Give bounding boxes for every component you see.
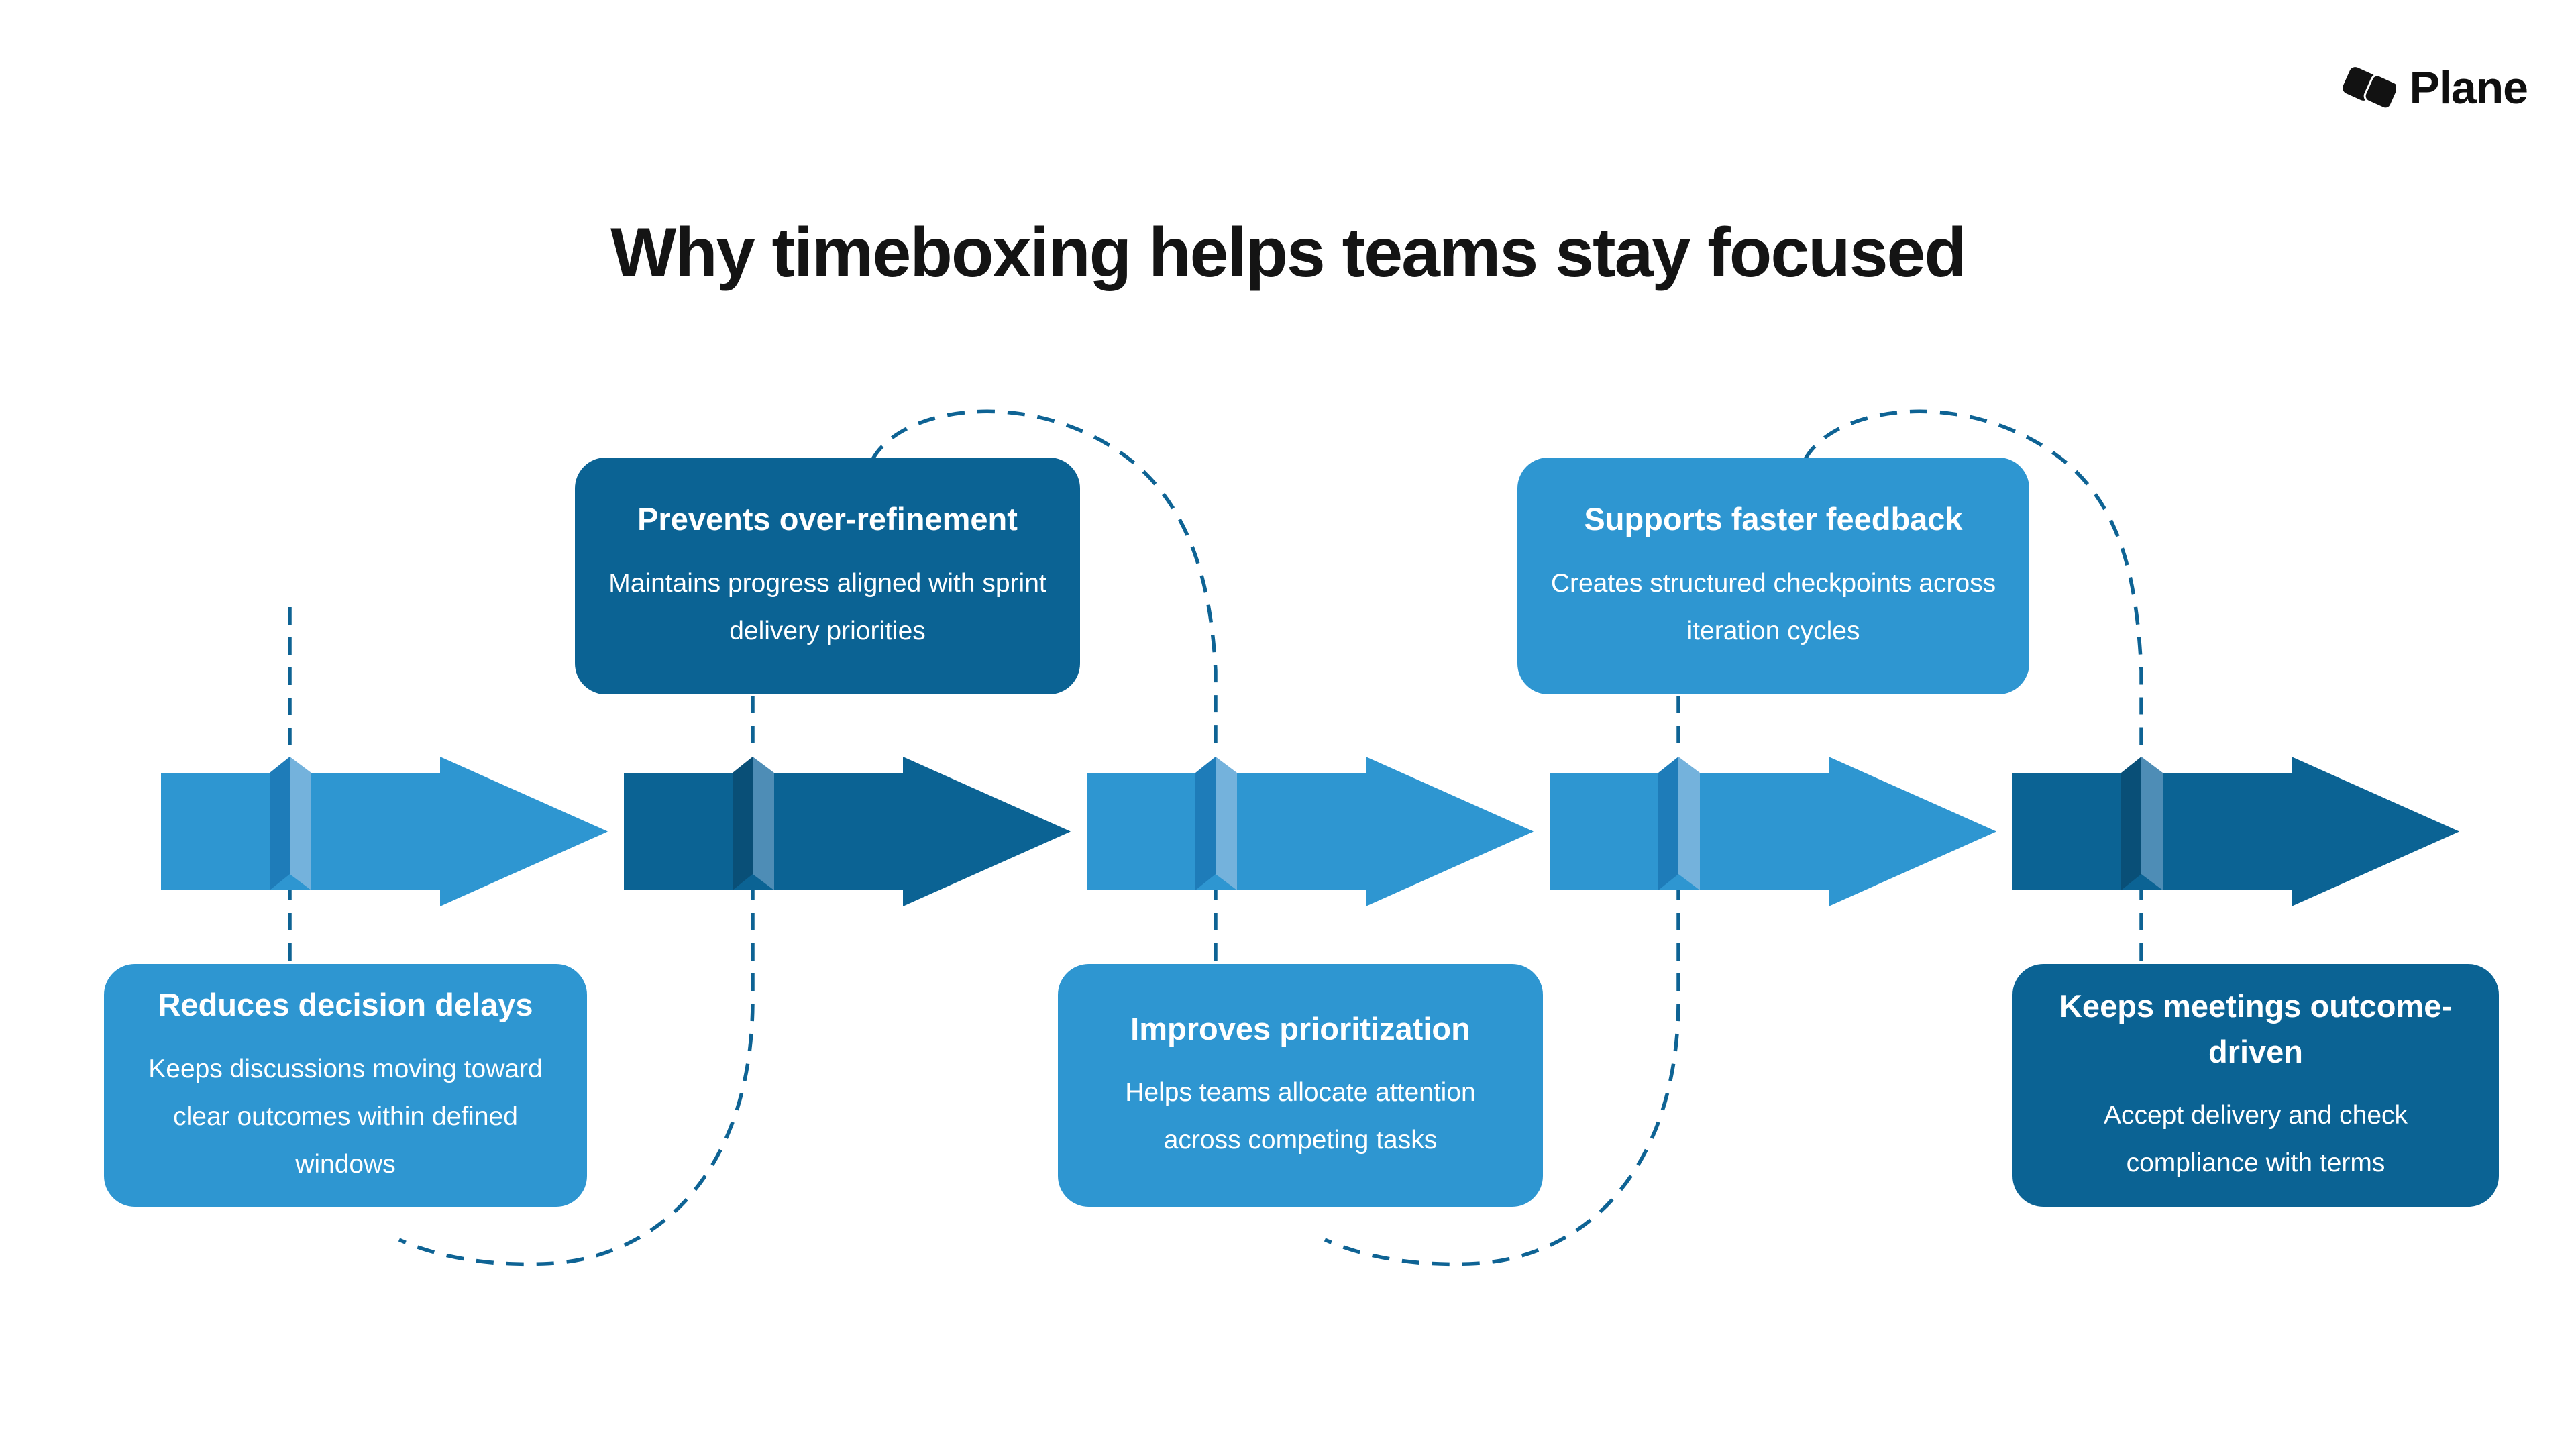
step-body: Keeps discussions moving toward clear ou…: [148, 1054, 543, 1179]
arrow-fold-shadow-3: [1658, 757, 1678, 890]
step-body: Maintains progress aligned with sprint d…: [608, 568, 1046, 645]
arrow-fold-highlight-1: [753, 757, 774, 890]
plane-logo-text: Plane: [2409, 62, 2528, 113]
step-heading: Prevents over-refinement: [637, 501, 1018, 537]
arrow-fold-shadow-1: [733, 757, 753, 890]
step-card-improves-prioritization: Improves prioritization Helps teams allo…: [1058, 964, 1543, 1207]
step-heading: Reduces decision delays: [158, 987, 533, 1023]
step-heading: Improves prioritization: [1130, 1010, 1470, 1046]
step-body: Helps teams allocate attention across co…: [1125, 1078, 1476, 1155]
page-title: Why timeboxing helps teams stay focused: [610, 214, 1967, 292]
plane-logo: Plane: [2332, 62, 2528, 114]
step-heading: Supports faster feedback: [1584, 501, 1963, 537]
arrow-head-0: [440, 757, 608, 906]
step-card-keeps-meetings-outcome-driven: Keeps meetings outcome-driven Accept del…: [2012, 964, 2499, 1207]
step-body: Accept delivery and check compliance wit…: [2103, 1101, 2408, 1178]
step-body: Creates structured checkpoints across it…: [1550, 568, 1996, 645]
step-card-reduces-decision-delays: Reduces decision delays Keeps discussion…: [104, 964, 587, 1207]
connector-dash-3: [398, 883, 755, 1267]
connector-dash-4: [870, 409, 1218, 750]
plane-logo-icon: [2342, 67, 2396, 110]
arrow-fold-highlight-4: [2141, 757, 2163, 890]
step-heading: Keeps meetings outcome-driven: [2059, 987, 2453, 1070]
arrow-fold-highlight-2: [1216, 757, 1237, 890]
connector-dash-8: [1803, 409, 2143, 750]
step-card-prevents-over-refinement: Prevents over-refinement Maintains progr…: [575, 458, 1080, 694]
arrow-head-3: [1829, 757, 1996, 906]
connector-dash-7: [1324, 883, 1680, 1267]
arrow-head-2: [1366, 757, 1534, 906]
arrow-fold-highlight-3: [1678, 757, 1700, 890]
arrow-fold-shadow-0: [270, 757, 290, 890]
arrow-fold-highlight-0: [290, 757, 311, 890]
arrow-head-1: [903, 757, 1071, 906]
step-card-supports-faster-feedback: Supports faster feedback Creates structu…: [1517, 458, 2029, 694]
arrow-fold-shadow-2: [1195, 757, 1216, 890]
arrow-fold-shadow-4: [2121, 757, 2141, 890]
arrow-head-4: [2292, 757, 2459, 906]
